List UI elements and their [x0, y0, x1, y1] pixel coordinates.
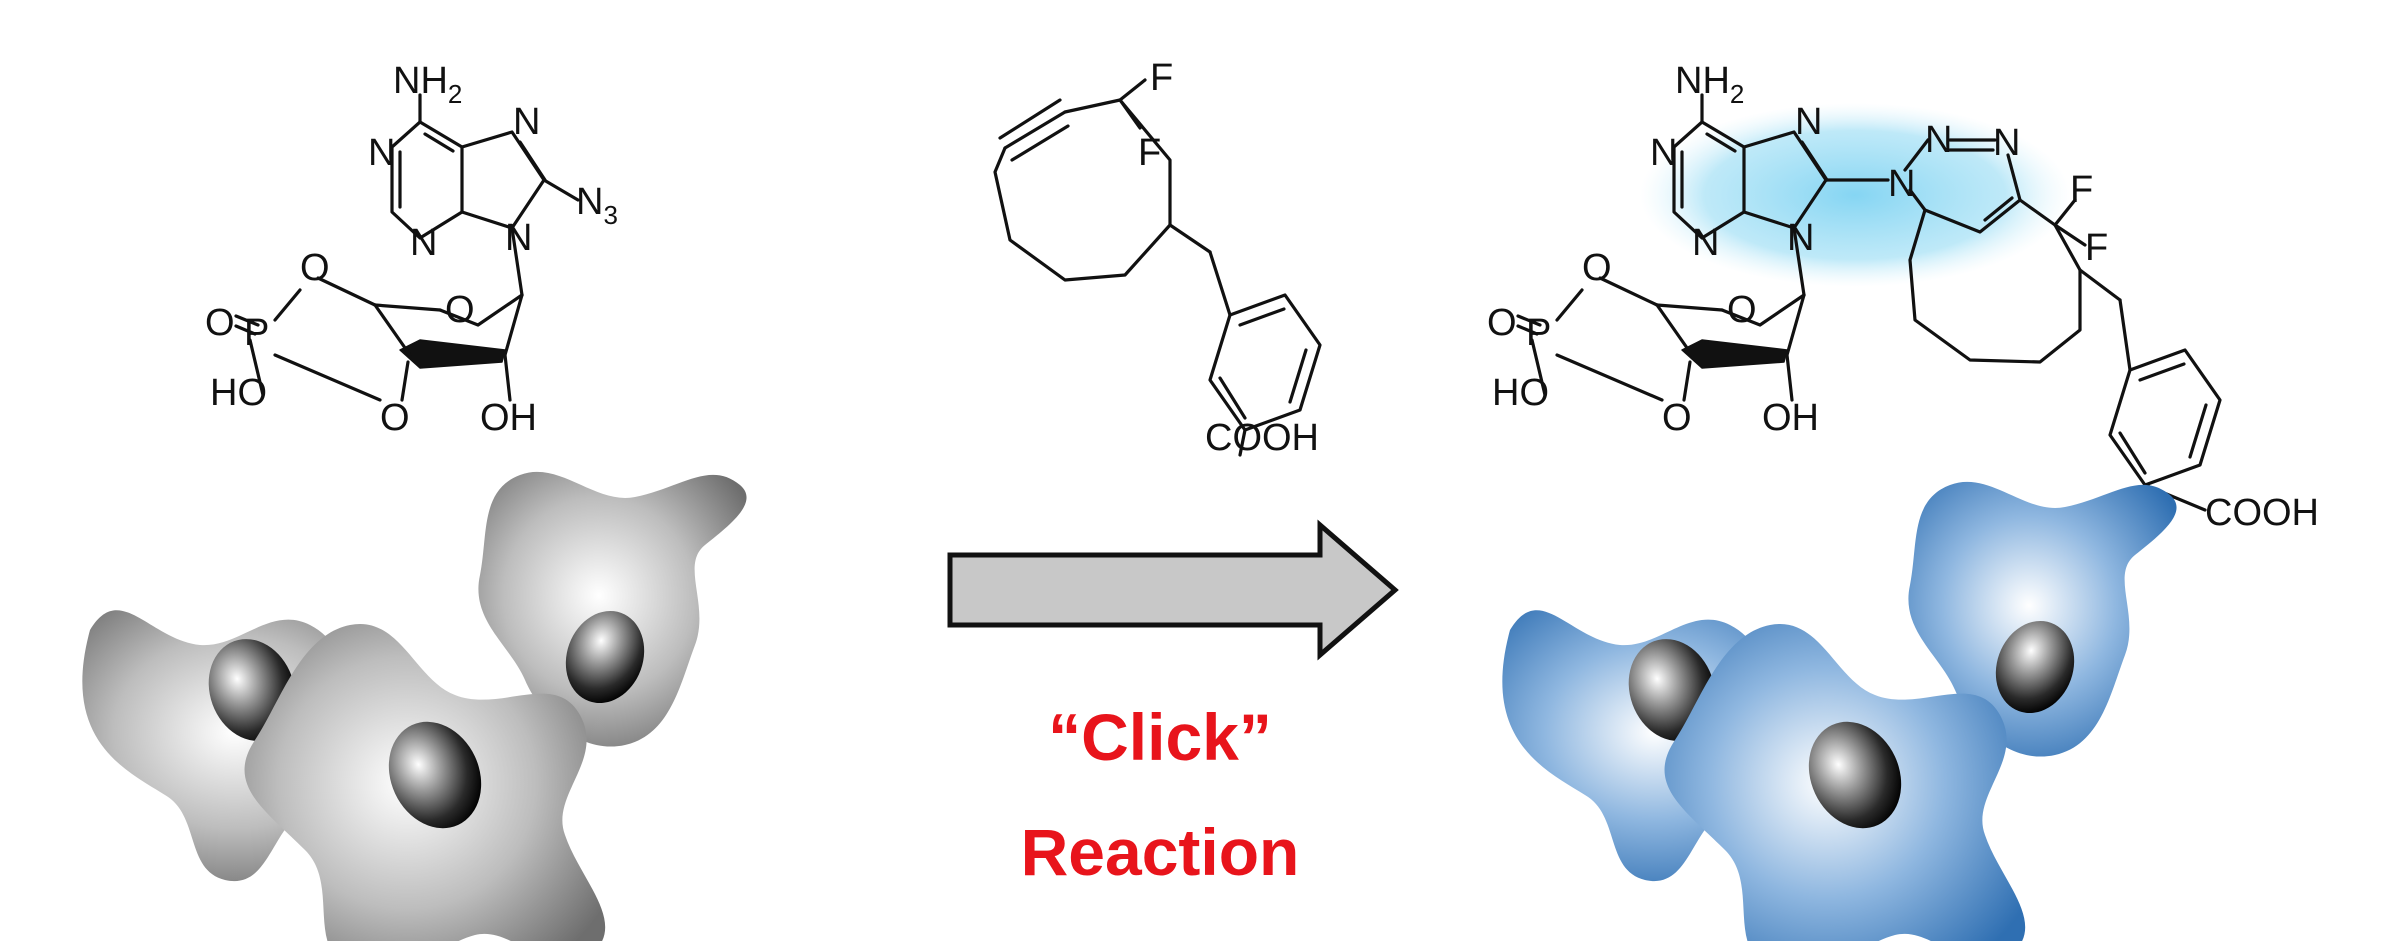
cell-icon: [1664, 623, 2026, 941]
product-bridge-oxygen-label: O: [1662, 397, 1692, 439]
n1-label: N: [368, 132, 395, 174]
click-label-line2: Reaction: [1021, 815, 1300, 889]
product-n7-label: N: [1795, 101, 1822, 143]
product-nh2-label: NH2: [1675, 60, 1744, 109]
product-phosphate-oxygen-label: O: [1582, 247, 1612, 289]
bridge-oxygen-label: O: [380, 397, 410, 439]
nucleus-icon: [388, 721, 482, 829]
click-label-line1: “Click”: [1048, 700, 1272, 774]
phosphate-oxygen-label: O: [300, 247, 330, 289]
untreated-cells: [82, 471, 747, 941]
triazole-n2-label: N: [1925, 119, 1952, 161]
product-oh-label: OH: [1762, 397, 1819, 439]
triazole-product-molecule: NH2 N N N N O O O P HO O OH: [1487, 60, 2319, 534]
cooh-label: COOH: [1205, 417, 1319, 459]
labeled-cells: [1502, 481, 2177, 941]
triazole-n1-label: N: [1888, 163, 1915, 205]
product-ring-oxygen-label: O: [1727, 289, 1757, 331]
n7-label: N: [513, 101, 540, 143]
cell-icon: [478, 471, 747, 747]
fluorine-label-2: F: [1138, 132, 1161, 174]
product-n3-label: N: [1692, 222, 1719, 264]
triazole-n3-label: N: [1993, 122, 2020, 164]
cyclooctyne-molecule: F F COOH: [993, 57, 1322, 459]
nh2-label: NH2: [393, 60, 462, 109]
reaction-arrow-icon: [947, 519, 1399, 661]
product-n1-label: N: [1650, 132, 1677, 174]
product-phosphorus-label: P: [1526, 312, 1551, 354]
cell-icon: [1908, 481, 2177, 757]
product-phosphoryl-oxygen-label: O: [1487, 302, 1517, 344]
product-fluorine-label-2: F: [2085, 227, 2108, 269]
product-n9-label: N: [1787, 217, 1814, 259]
phosphoryl-oxygen-label: O: [205, 302, 235, 344]
azide-label: N3: [576, 181, 618, 230]
product-cooh-label: COOH: [2205, 492, 2319, 534]
nucleus-icon: [1808, 721, 1902, 829]
product-ho-label: HO: [1492, 372, 1549, 414]
phosphorus-label: P: [244, 312, 269, 354]
ring-oxygen-label: O: [445, 289, 475, 331]
fluorine-label-1: F: [1150, 57, 1173, 99]
oh-label: OH: [480, 397, 537, 439]
nucleus-icon: [565, 610, 645, 704]
nucleus-icon: [1995, 620, 2075, 714]
ho-label: HO: [210, 372, 267, 414]
n3-label: N: [410, 222, 437, 264]
product-fluorine-label-1: F: [2070, 169, 2093, 211]
azido-camp-molecule: NH2 N N N N N3 O O O P HO O OH: [205, 60, 618, 439]
cell-icon: [244, 623, 606, 941]
n9-label: N: [505, 217, 532, 259]
